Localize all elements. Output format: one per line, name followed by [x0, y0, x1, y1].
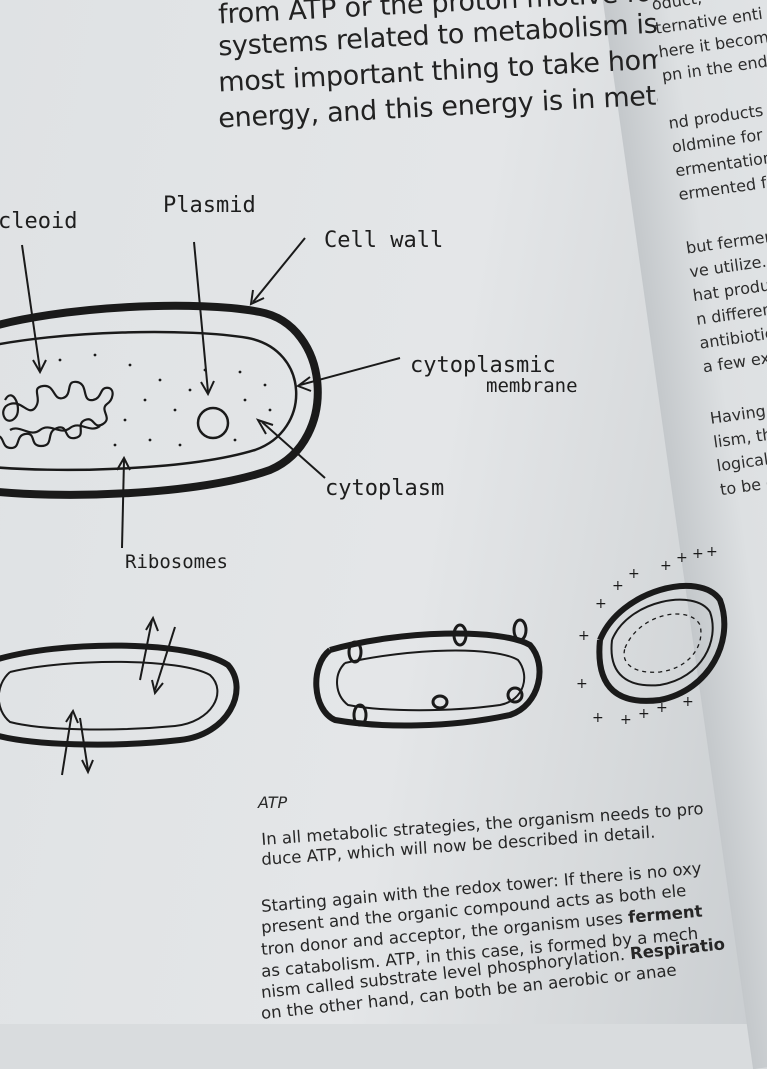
label-cytoplasmic: cytoplasmic	[410, 353, 556, 378]
svg-text:+: +	[638, 706, 650, 722]
svg-text:+: +	[692, 546, 704, 562]
atp-heading: ATP	[258, 793, 288, 812]
nucleoid-dna	[0, 380, 114, 450]
svg-text:+: +	[628, 566, 640, 582]
label-cell-wall: Cell wall	[324, 228, 443, 253]
ribosome-dots	[58, 353, 272, 447]
svg-text:+: +	[676, 550, 688, 566]
svg-text:+: +	[682, 694, 694, 710]
small-cell-charged	[596, 583, 728, 704]
svg-text:+: +	[706, 544, 718, 560]
cell-diagram: cleoid Plasmid Cell wall cytoplasmic mem…	[0, 193, 728, 776]
label-cytoplasm: cytoplasm	[325, 476, 444, 501]
small-cell-proteins	[313, 618, 543, 729]
svg-text:+: +	[578, 628, 590, 644]
label-nucleoid: cleoid	[0, 209, 77, 234]
svg-text:+: +	[620, 712, 632, 728]
svg-text:+: +	[660, 558, 672, 574]
svg-text:+: +	[656, 700, 668, 716]
label-arrows	[21, 237, 401, 549]
svg-text:+: +	[576, 676, 588, 692]
small-cell-transport	[0, 615, 240, 776]
plasmid-circle	[196, 406, 230, 440]
svg-text:+: +	[612, 578, 624, 594]
charge-plus-signs: +++ ++++ +++ ++++	[576, 544, 718, 728]
label-ribosomes: Ribosomes	[125, 551, 228, 573]
label-plasmid: Plasmid	[163, 193, 256, 218]
cytoplasmic-membrane-outline	[0, 330, 298, 472]
label-membrane: membrane	[486, 375, 578, 397]
svg-text:+: +	[592, 710, 604, 726]
svg-text:+: +	[595, 596, 607, 612]
